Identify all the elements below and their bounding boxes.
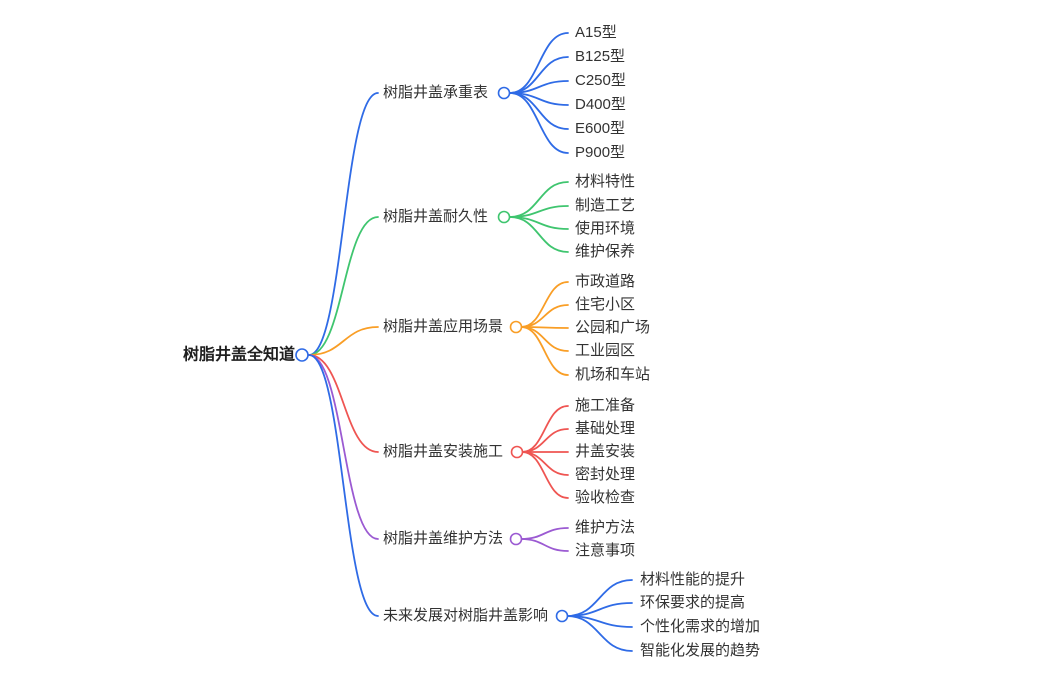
branch-1-child-2-label[interactable]: B125型 — [575, 48, 626, 65]
branch-4-child-1-label[interactable]: 施工准备 — [575, 397, 636, 414]
branch-5-node-circle[interactable] — [509, 532, 523, 546]
branch-6-child-3-label[interactable]: 个性化需求的增加 — [640, 618, 761, 635]
branch-4-child-5-label[interactable]: 验收检查 — [575, 489, 636, 506]
branch-5-label[interactable]: 树脂井盖维护方法 — [383, 530, 504, 547]
branch-2-child-3-label[interactable]: 使用环境 — [575, 220, 636, 237]
edge-branch-6-child — [566, 615, 633, 652]
edge-branch-4-child — [521, 428, 569, 453]
edge-branch-5-child — [520, 527, 569, 540]
edge-branch-3-child — [520, 281, 569, 328]
branch-4-child-4-label[interactable]: 密封处理 — [575, 466, 636, 483]
branch-4-node-circle[interactable] — [510, 445, 524, 459]
edge-branch-3-child — [520, 326, 569, 352]
edge-branch-3-child — [520, 304, 569, 328]
branch-1-child-6-label[interactable]: P900型 — [575, 144, 626, 161]
branch-3-child-3-label[interactable]: 公园和广场 — [575, 319, 651, 336]
branch-5-child-1-label[interactable]: 维护方法 — [575, 519, 636, 536]
edge-branch-3-child — [520, 326, 569, 376]
branch-6-child-1-label[interactable]: 材料性能的提升 — [640, 571, 746, 588]
branch-2-child-2-label[interactable]: 制造工艺 — [575, 197, 636, 214]
branch-2-child-1-label[interactable]: 材料特性 — [575, 173, 636, 190]
branch-1-child-5-label[interactable]: E600型 — [575, 120, 626, 137]
branch-1-child-3-label[interactable]: C250型 — [575, 72, 626, 89]
branch-6-node-circle[interactable] — [555, 609, 569, 623]
edge-root-branch-1 — [308, 92, 379, 356]
edge-root-branch-3 — [308, 326, 379, 356]
branch-4-label[interactable]: 树脂井盖安装施工 — [383, 443, 504, 460]
edge-branch-1-child — [509, 32, 569, 94]
branch-4-child-3-label[interactable]: 井盖安装 — [575, 443, 636, 460]
edge-branch-6-child — [566, 579, 633, 617]
branch-2-child-4-label[interactable]: 维护保养 — [575, 243, 636, 260]
edge-root-branch-4 — [308, 354, 379, 453]
branch-3-child-2-label[interactable]: 住宅小区 — [575, 296, 636, 313]
branch-3-child-5-label[interactable]: 机场和车站 — [575, 366, 651, 383]
branch-4-child-2-label[interactable]: 基础处理 — [575, 420, 636, 437]
branch-3-child-1-label[interactable]: 市政道路 — [575, 273, 636, 290]
branch-6-label[interactable]: 未来发展对树脂井盖影响 — [383, 607, 549, 624]
edge-branch-2-child — [509, 216, 569, 253]
edge-branch-1-child — [509, 92, 569, 154]
edge-root-branch-6 — [308, 354, 379, 617]
root-node-circle[interactable] — [295, 348, 309, 362]
branch-6-child-4-label[interactable]: 智能化发展的趋势 — [640, 642, 761, 659]
branch-3-child-4-label[interactable]: 工业园区 — [575, 342, 636, 359]
branch-1-child-1-label[interactable]: A15型 — [575, 24, 617, 41]
branch-1-child-4-label[interactable]: D400型 — [575, 96, 626, 113]
edge-root-branch-5 — [308, 354, 379, 540]
branch-3-node-circle[interactable] — [509, 320, 523, 334]
edge-branch-4-child — [521, 451, 569, 499]
edge-branch-5-child — [520, 538, 569, 552]
branch-6-child-2-label[interactable]: 环保要求的提高 — [640, 594, 746, 611]
branch-3-label[interactable]: 树脂井盖应用场景 — [383, 318, 504, 335]
branch-2-node-circle[interactable] — [497, 210, 511, 224]
branch-2-label[interactable]: 树脂井盖耐久性 — [383, 208, 489, 225]
edge-branch-4-child — [521, 451, 569, 476]
edge-root-branch-2 — [308, 216, 379, 356]
branch-5-child-2-label[interactable]: 注意事项 — [575, 542, 636, 559]
root-node-label[interactable]: 树脂井盖全知道 — [183, 346, 296, 364]
branch-1-label[interactable]: 树脂井盖承重表 — [383, 84, 489, 101]
branch-1-node-circle[interactable] — [497, 86, 511, 100]
